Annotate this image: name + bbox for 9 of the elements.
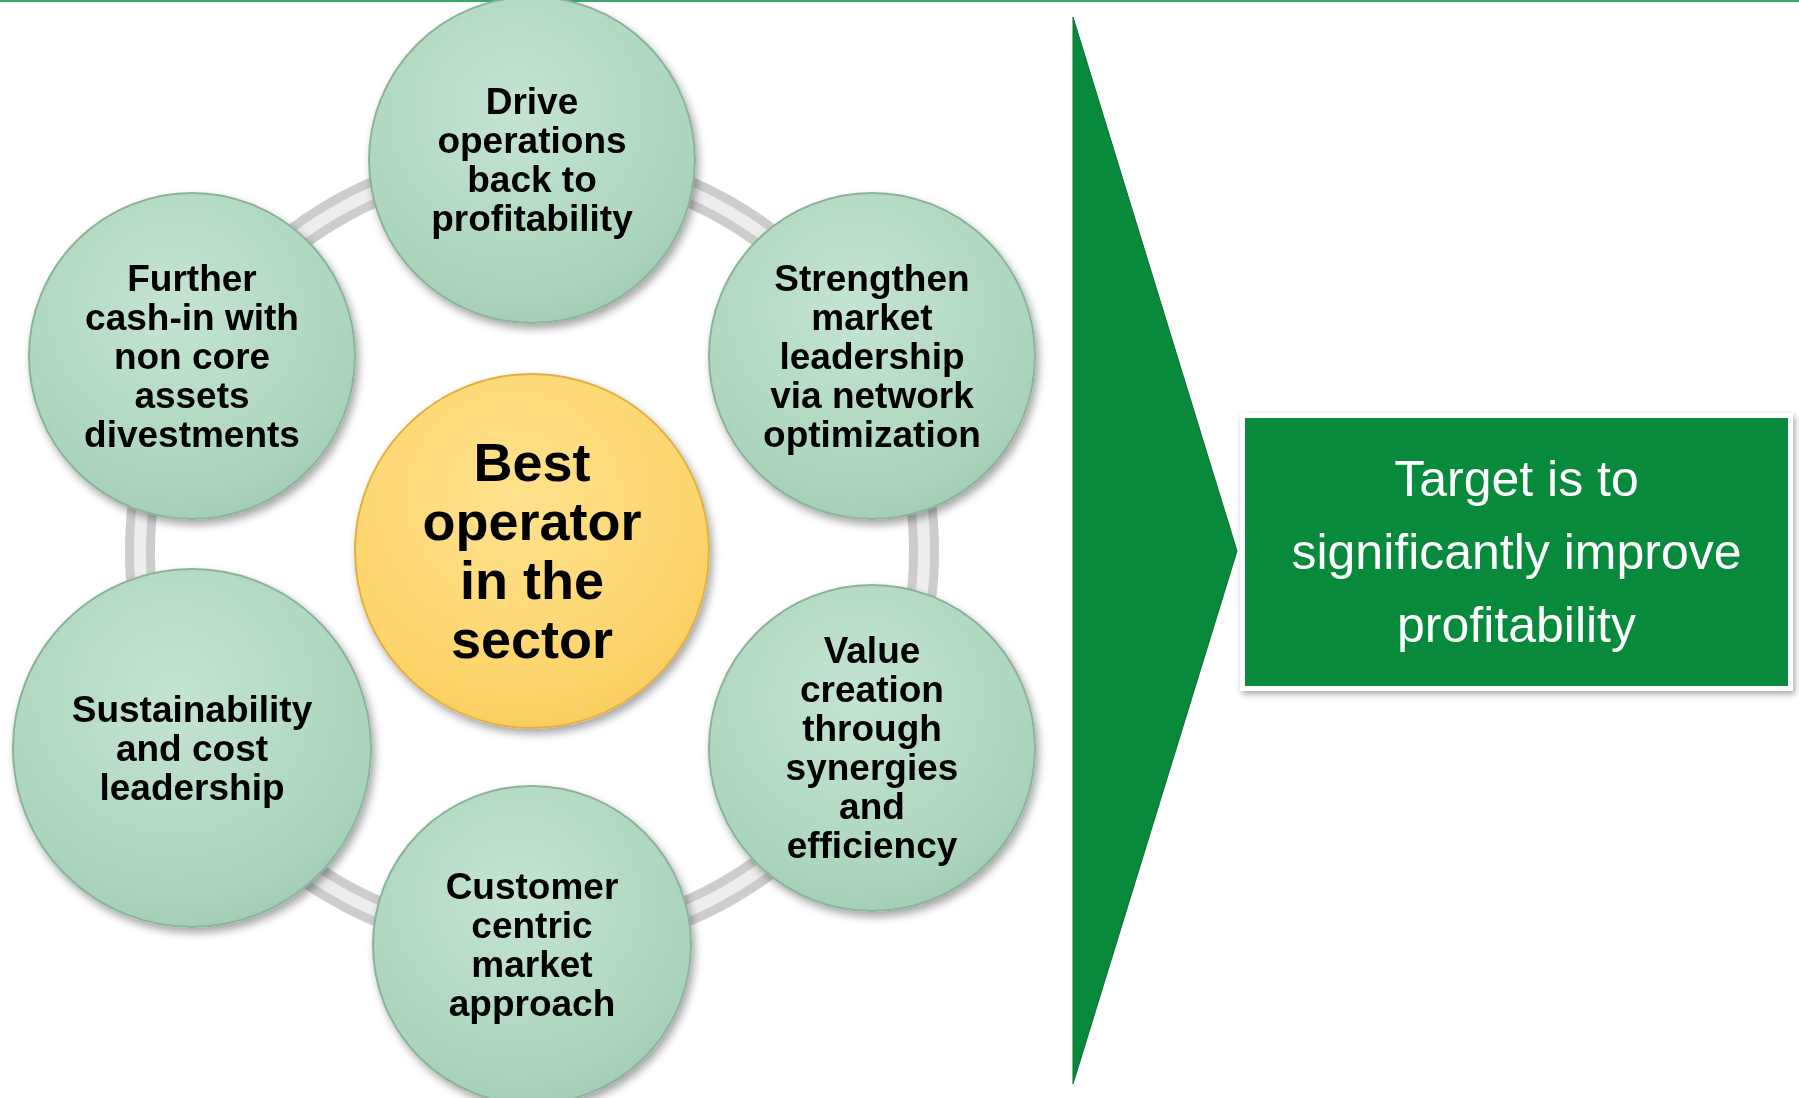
node-label: Further cash-in with non core assets divestments bbox=[83, 258, 301, 454]
chevron-arrow bbox=[1072, 16, 1238, 1085]
node-label: Drive operations back to profitability bbox=[430, 82, 634, 238]
node-label: Strengthen market leadership via network optimization bbox=[762, 258, 982, 454]
node-label: Best operator in the sector bbox=[421, 433, 643, 669]
node-label: Target is to significantly improve profitability bbox=[1290, 449, 1743, 655]
node-label: Sustainability and cost leadership bbox=[70, 689, 314, 807]
node-label: Customer centric market approach bbox=[444, 867, 620, 1023]
node-label: Value creation through synergies and efficiency bbox=[784, 631, 960, 865]
